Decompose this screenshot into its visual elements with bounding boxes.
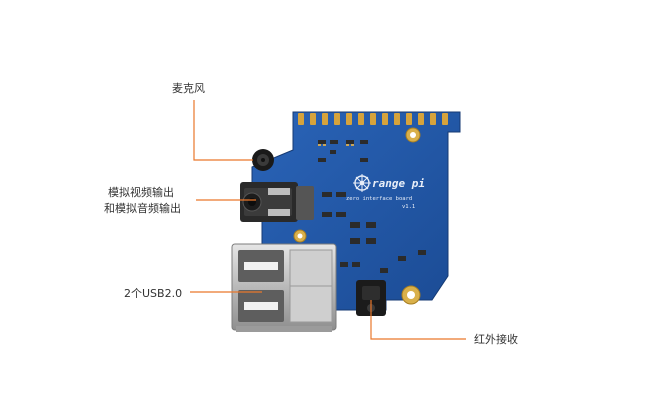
smd-components: [318, 140, 426, 273]
leader-ir: [370, 300, 466, 340]
label-ir-receiver: 红外接收: [474, 333, 518, 346]
logo-text: range pi: [372, 177, 425, 190]
leader-lines: [190, 100, 466, 340]
usb-port-stack: [231, 243, 337, 332]
leader-mic: [193, 100, 253, 161]
board-subtitle: zero interface board: [346, 196, 412, 202]
label-av-line1: 模拟视频输出: [108, 186, 174, 199]
av-jack: [240, 182, 314, 222]
label-microphone: 麦克风: [172, 82, 205, 95]
gpio-header: [298, 113, 448, 125]
microphone-component: [252, 149, 274, 171]
board-version: v1.1: [402, 204, 415, 210]
label-usb: 2个USB2.0: [124, 287, 183, 300]
ir-receiver: [356, 280, 386, 316]
orange-pi-logo: range pi: [353, 174, 425, 192]
label-av-line2: 和模拟音频输出: [104, 202, 181, 215]
